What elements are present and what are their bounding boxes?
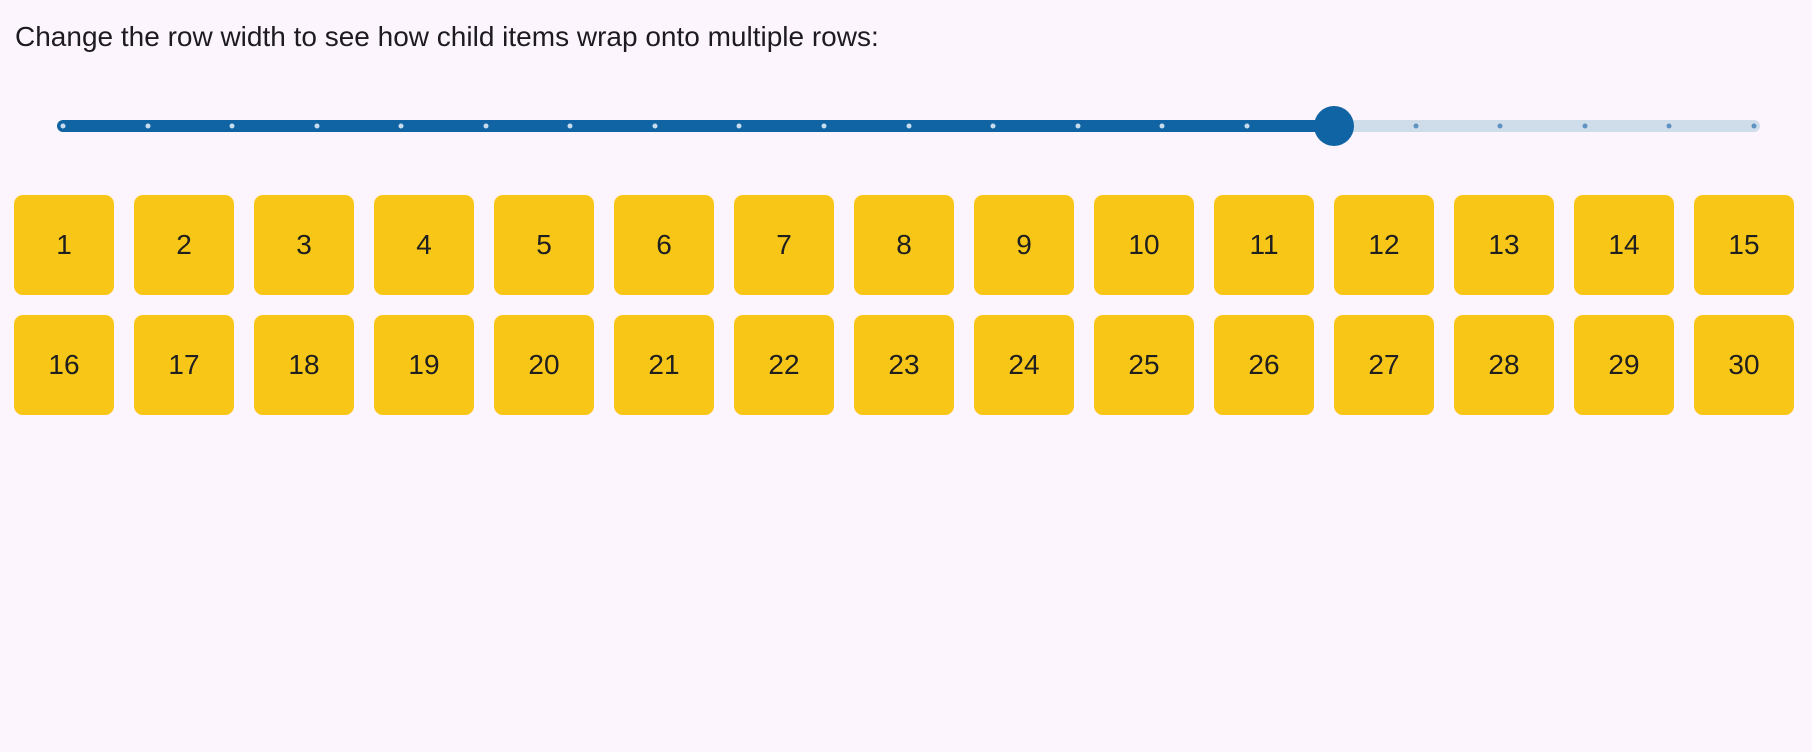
grid-item: 11 [1214, 195, 1314, 295]
grid-item: 2 [134, 195, 234, 295]
slider-thumb[interactable] [1314, 106, 1355, 146]
grid-item: 3 [254, 195, 354, 295]
row-width-slider[interactable] [57, 105, 1760, 146]
grid-item: 9 [974, 195, 1074, 295]
grid-item: 7 [734, 195, 834, 295]
instruction-text: Change the row width to see how child it… [15, 21, 879, 52]
grid-item: 29 [1574, 315, 1674, 415]
grid-item: 13 [1454, 195, 1554, 295]
grid-item: 17 [134, 315, 234, 415]
grid-item: 18 [254, 315, 354, 415]
grid-item: 22 [734, 315, 834, 415]
grid-item: 30 [1694, 315, 1794, 415]
grid-item: 19 [374, 315, 474, 415]
grid-item: 8 [854, 195, 954, 295]
grid-item: 28 [1454, 315, 1554, 415]
slider-fill [57, 120, 1335, 132]
grid-item: 24 [974, 315, 1074, 415]
grid-item: 21 [614, 315, 714, 415]
grid-item: 16 [14, 315, 114, 415]
grid-item: 20 [494, 315, 594, 415]
grid-item: 23 [854, 315, 954, 415]
grid-item: 27 [1334, 315, 1434, 415]
grid-item: 25 [1094, 315, 1194, 415]
grid-item: 4 [374, 195, 474, 295]
grid-item: 1 [14, 195, 114, 295]
grid-item: 26 [1214, 315, 1314, 415]
grid-item: 12 [1334, 195, 1434, 295]
grid-item: 15 [1694, 195, 1794, 295]
grid-item: 10 [1094, 195, 1194, 295]
grid-item: 14 [1574, 195, 1674, 295]
grid-item: 6 [614, 195, 714, 295]
item-grid: 1 2 3 4 5 6 7 8 9 10 11 12 13 14 15 [14, 195, 1798, 415]
grid-item: 5 [494, 195, 594, 295]
